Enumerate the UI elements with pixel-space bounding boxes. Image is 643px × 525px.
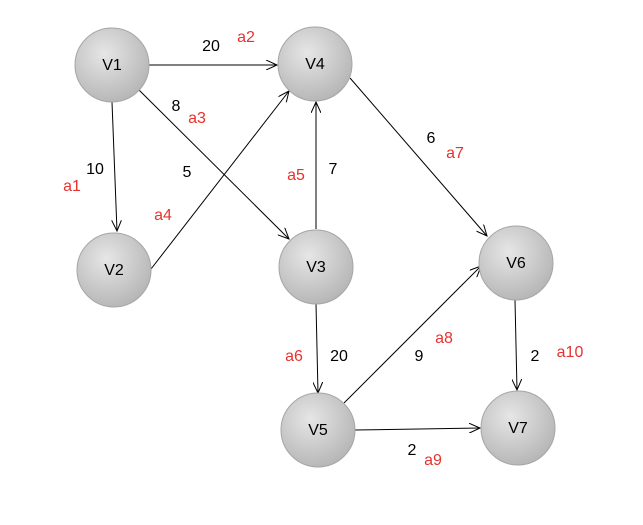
- edge-weight-label: 2: [408, 442, 417, 459]
- edge-v1-v2: [111, 101, 117, 231]
- node-circle: [76, 232, 152, 308]
- edge-activity-label: a1: [63, 178, 81, 195]
- edge-v5-v6: [343, 266, 481, 404]
- labels-layer: 20 a2 8 a3 10 a1 5 a4 7 a5 6 a7 20 a6 9 a8 2 a9 2 a10: [63, 29, 583, 469]
- edge-weight-label: 9: [415, 348, 424, 365]
- edge-weight-label: 5: [183, 164, 192, 181]
- edge-activity-label: a2: [237, 29, 255, 46]
- node-circle: [74, 27, 150, 103]
- edge-activity-label: a7: [446, 145, 464, 162]
- edge-activity-label: a8: [435, 330, 453, 347]
- node-circle: [280, 392, 356, 468]
- edge-v2-v4: [150, 91, 289, 270]
- node-label: V1: [102, 57, 122, 74]
- node-v3: V3: [278, 229, 354, 305]
- edge-weight-label: 7: [329, 161, 338, 178]
- edge-v3-v5: [316, 303, 318, 393]
- node-circle: [277, 26, 353, 102]
- node-v5: V5: [280, 392, 356, 468]
- edges-layer: [111, 65, 517, 430]
- node-v2: V2: [76, 232, 152, 308]
- edge-weight-label: 20: [330, 348, 348, 365]
- node-label: V5: [308, 422, 328, 439]
- node-v4: V4: [277, 26, 353, 102]
- node-v1: V1: [74, 27, 150, 103]
- edge-weight-label: 20: [202, 38, 220, 55]
- edge-activity-label: a3: [188, 110, 206, 127]
- edge-weight-label: 6: [427, 130, 436, 147]
- edge-weight-label: 10: [86, 161, 104, 178]
- node-label: V4: [305, 56, 325, 73]
- edge-weight-label: 2: [531, 348, 540, 365]
- edge-weight-label: 8: [172, 98, 181, 115]
- node-label: V3: [306, 259, 326, 276]
- edge-v5-v7: [354, 428, 480, 430]
- node-circle: [478, 225, 554, 301]
- node-circle: [480, 390, 556, 466]
- edge-v6-v7: [515, 299, 517, 390]
- node-label: V2: [104, 262, 124, 279]
- edge-activity-label: a5: [287, 167, 305, 184]
- node-circle: [278, 229, 354, 305]
- node-label: V6: [506, 255, 526, 272]
- edge-activity-label: a6: [285, 348, 303, 365]
- edge-activity-label: a4: [154, 207, 172, 224]
- edge-activity-label: a10: [557, 344, 584, 361]
- edge-activity-label: a9: [424, 452, 442, 469]
- node-label: V7: [508, 420, 528, 437]
- node-v7: V7: [480, 390, 556, 466]
- node-v6: V6: [478, 225, 554, 301]
- edge-v1-v3: [138, 89, 289, 239]
- edge-v4-v6: [349, 77, 487, 236]
